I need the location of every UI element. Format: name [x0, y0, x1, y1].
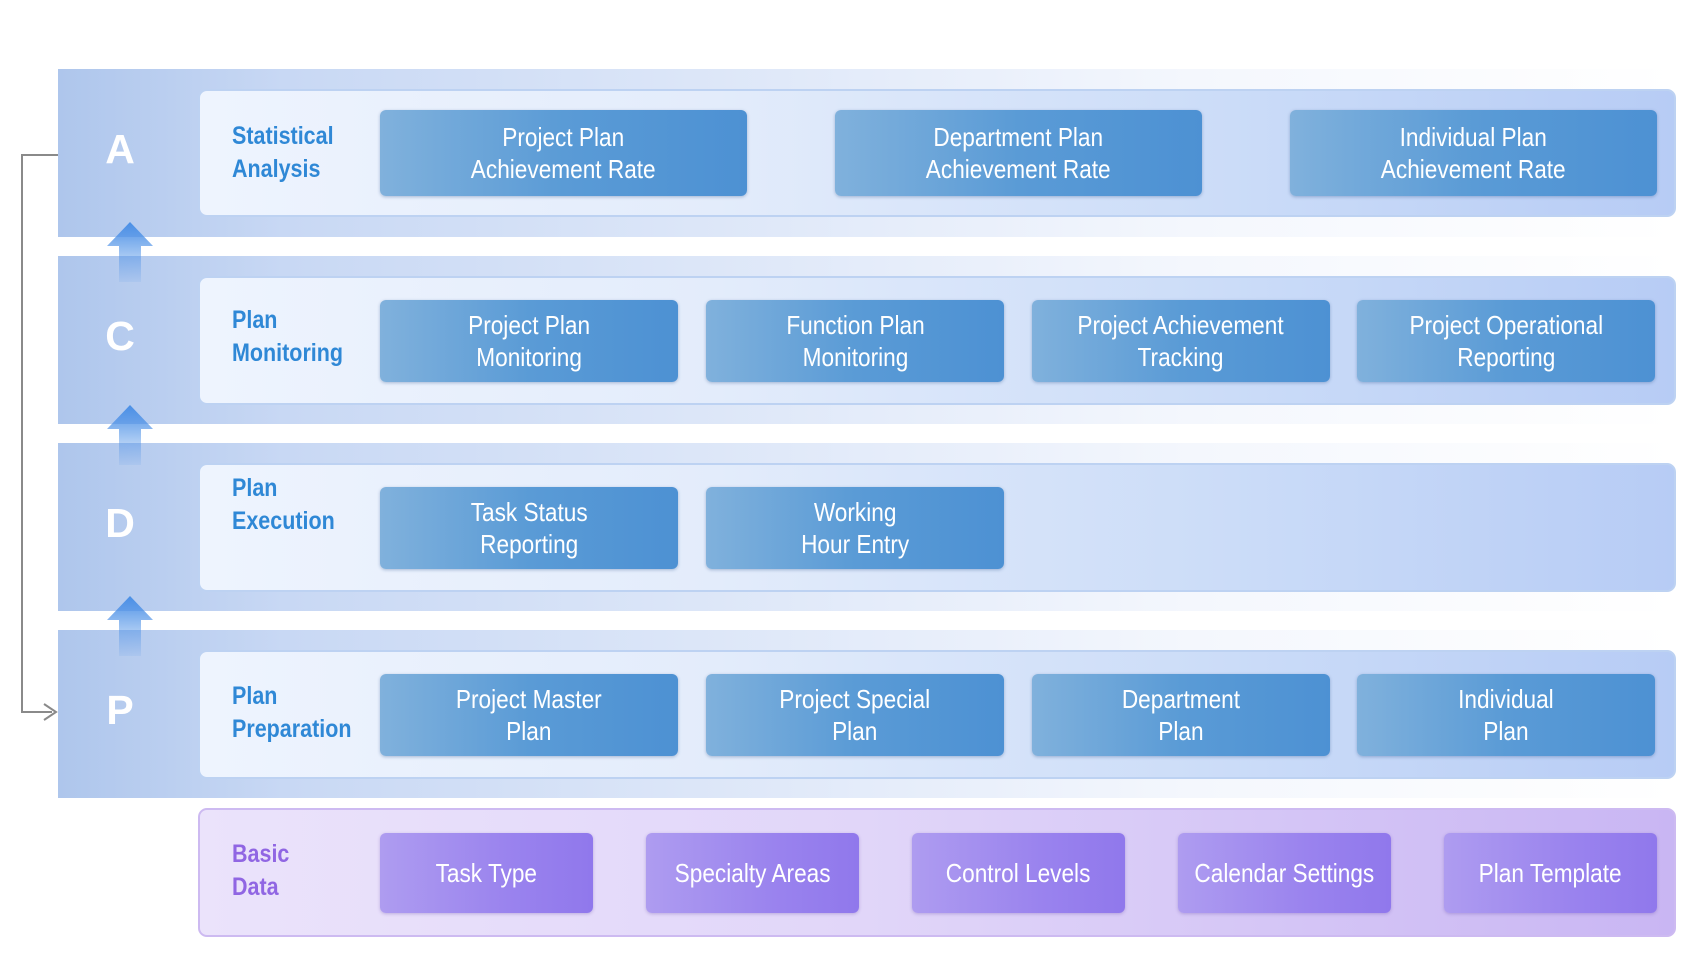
layer-letter-d: D [105, 500, 135, 546]
item-project-plan-achievement-rate[interactable]: Project Plan Achievement Rate [380, 110, 747, 196]
item-department-plan[interactable]: Department Plan [1032, 674, 1330, 756]
arrow-up-icon [107, 596, 153, 656]
arrow-up-icon [107, 405, 153, 465]
item-project-plan-monitoring[interactable]: Project Plan Monitoring [380, 300, 678, 382]
layer-label-plan-monitoring: Plan Monitoring [232, 306, 344, 367]
layer-label-plan-execution: Plan Execution [232, 474, 335, 535]
item-task-type[interactable]: Task Type [380, 833, 593, 913]
item-project-operational-reporting[interactable]: Project Operational Reporting [1357, 300, 1655, 382]
item-individual-plan[interactable]: Individual Plan [1357, 674, 1655, 756]
item-function-plan-monitoring[interactable]: Function Plan Monitoring [706, 300, 1004, 382]
arrow-up-icon [107, 222, 153, 282]
layer-label-basic-data: Basic Data [232, 840, 290, 901]
layer-letter-a: A [105, 126, 135, 172]
item-department-plan-achievement-rate[interactable]: Department Plan Achievement Rate [835, 110, 1202, 196]
item-project-achievement-tracking[interactable]: Project Achievement Tracking [1032, 300, 1330, 382]
item-individual-plan-achievement-rate[interactable]: Individual Plan Achievement Rate [1290, 110, 1657, 196]
layer-label-statistical-analysis: Statistical Analysis [232, 122, 334, 183]
item-project-master-plan[interactable]: Project Master Plan [380, 674, 678, 756]
item-project-special-plan[interactable]: Project Special Plan [706, 674, 1004, 756]
item-task-status-reporting[interactable]: Task Status Reporting [380, 487, 678, 569]
layer-letter-p: P [106, 687, 134, 733]
item-calendar-settings[interactable]: Calendar Settings [1178, 833, 1391, 913]
layer-letter-c: C [105, 313, 135, 359]
layer-label-plan-preparation: Plan Preparation [232, 682, 352, 743]
item-control-levels[interactable]: Control Levels [912, 833, 1125, 913]
item-working-hour-entry[interactable]: Working Hour Entry [706, 487, 1004, 569]
item-plan-template[interactable]: Plan Template [1444, 833, 1657, 913]
item-specialty-areas[interactable]: Specialty Areas [646, 833, 859, 913]
